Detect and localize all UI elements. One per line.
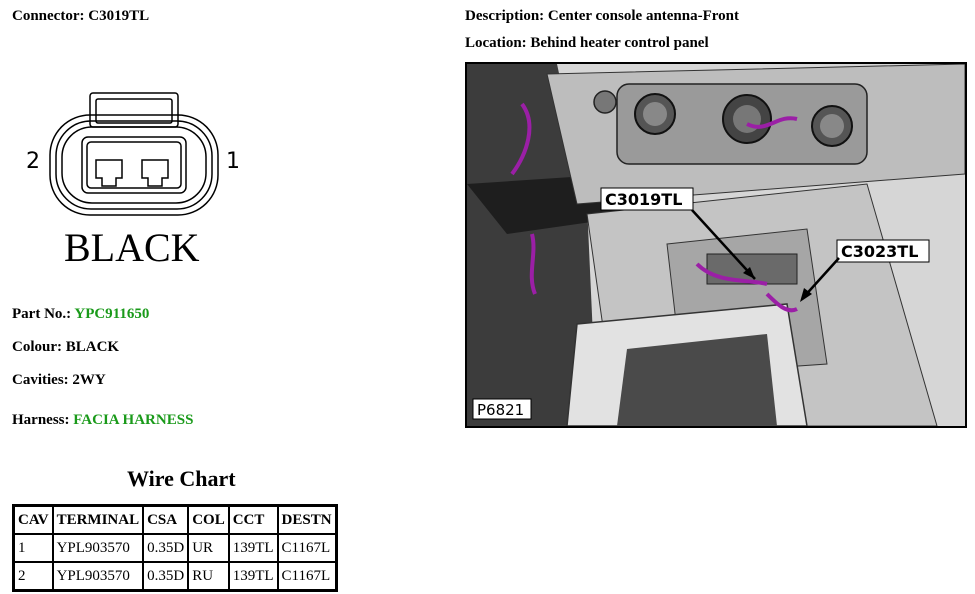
description-line: Description: Center console antenna-Fron…: [465, 8, 739, 25]
table-row: 2 YPL903570 0.35D RU 139TL C1167L: [12, 561, 338, 592]
cell-terminal: YPL903570: [51, 561, 145, 592]
description-value: Center console antenna-Front: [547, 8, 740, 24]
connector-heading: Connector: C3019TL: [12, 8, 149, 25]
cell-cct: 139TL: [227, 561, 279, 592]
header-cav: CAV: [12, 504, 54, 535]
location-illustration: C3019TL C3023TL P6821: [465, 62, 967, 428]
header-cct: CCT: [227, 504, 279, 535]
wire-chart-title: Wire Chart: [127, 466, 236, 491]
harness-line: Harness: FACIA HARNESS: [12, 412, 193, 429]
cell-cav: 1: [12, 533, 54, 563]
cavities-line: Cavities: 2WY: [12, 372, 106, 389]
cell-col: RU: [187, 561, 230, 592]
cell-destn: C1167L: [276, 561, 338, 592]
cavities-value: 2WY: [72, 372, 106, 388]
header-col: COL: [187, 504, 230, 535]
connector-face-diagram: 2 1 BLACK: [26, 92, 240, 270]
cavities-label: Cavities:: [12, 372, 69, 388]
pin-label-2: 2: [26, 149, 40, 174]
cell-csa: 0.35D: [142, 533, 190, 563]
table-header-row: CAV TERMINAL CSA COL CCT DESTN: [12, 504, 338, 535]
header-csa: CSA: [142, 504, 190, 535]
part-number-line: Part No.: YPC911650: [12, 306, 149, 323]
connector-label: Connector:: [12, 8, 85, 24]
table-row: 1 YPL903570 0.35D UR 139TL C1167L: [12, 533, 338, 563]
description-label: Description:: [465, 8, 545, 24]
colour-label: Colour:: [12, 339, 62, 355]
header-destn: DESTN: [276, 504, 338, 535]
part-number-label: Part No.:: [12, 306, 72, 322]
connector-value: C3019TL: [88, 8, 150, 24]
callout-c3023tl: C3023TL: [841, 242, 918, 261]
colour-caption: BLACK: [64, 225, 200, 270]
harness-label: Harness:: [12, 412, 70, 428]
cell-terminal: YPL903570: [51, 533, 145, 563]
header-terminal: TERMINAL: [51, 504, 145, 535]
callout-c3019tl: C3019TL: [605, 190, 682, 209]
wire-chart-table: CAV TERMINAL CSA COL CCT DESTN 1 YPL9035…: [12, 504, 338, 592]
cell-cct: 139TL: [227, 533, 279, 563]
location-label: Location:: [465, 35, 527, 51]
harness-value[interactable]: FACIA HARNESS: [73, 412, 194, 428]
dashboard-drawing: C3019TL C3023TL P6821: [467, 64, 965, 426]
cell-col: UR: [187, 533, 230, 563]
figure-id: P6821: [477, 401, 524, 419]
colour-value: BLACK: [65, 339, 120, 355]
cell-csa: 0.35D: [142, 561, 190, 592]
cell-destn: C1167L: [276, 533, 338, 563]
cell-cav: 2: [12, 561, 54, 592]
colour-line: Colour: BLACK: [12, 339, 119, 356]
location-line: Location: Behind heater control panel: [465, 35, 709, 52]
part-number-value[interactable]: YPC911650: [74, 306, 150, 322]
location-value: Behind heater control panel: [530, 35, 709, 51]
pin-label-1: 1: [226, 149, 240, 174]
